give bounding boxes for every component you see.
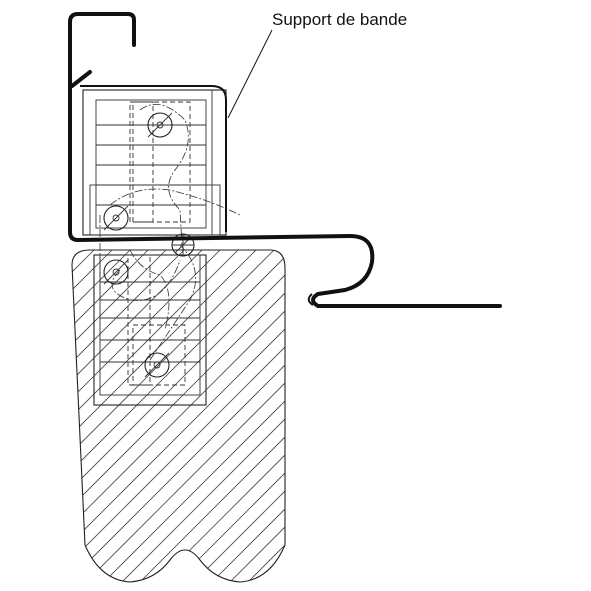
hatch-line (410, 240, 591, 591)
hatch-line (320, 240, 591, 591)
hatch-line (72, 250, 159, 582)
hatch-line (72, 250, 285, 582)
hatch-line (72, 250, 267, 582)
hatch-line (157, 250, 285, 582)
hatch-line (428, 240, 591, 591)
hatch-line (103, 250, 285, 582)
hatch-line (0, 240, 68, 591)
hatch-line (139, 250, 285, 582)
hatch-line (72, 250, 105, 582)
hatch-line (229, 250, 285, 582)
hatch-line (0, 240, 50, 591)
callout-leader-line (227, 29, 273, 119)
upper-hinge-body (82, 89, 227, 236)
pivot-pin-bottom (144, 352, 170, 378)
hatch-line (85, 250, 285, 582)
pivot-pin-lower (103, 259, 129, 285)
hatch-line (72, 250, 141, 582)
band-support-bracket (68, 12, 502, 308)
hatch-line (302, 240, 591, 591)
pivot-pins (103, 112, 195, 378)
hatch-line (72, 250, 249, 582)
hatch-line (518, 240, 591, 591)
hinge-linkage (99, 103, 241, 361)
hatch-line (72, 250, 285, 582)
hatch-line (0, 240, 32, 591)
hatch-line (175, 250, 285, 582)
hatch-line (482, 240, 591, 591)
hatch-line (0, 240, 14, 591)
callout-label-support-de-bande: Support de bande (272, 10, 408, 29)
hatch-line (211, 250, 285, 582)
hatch-line (500, 240, 591, 591)
hatch-line (72, 250, 123, 582)
door-section (0, 240, 591, 591)
hatch-line (446, 240, 591, 591)
hatch-line (392, 240, 591, 591)
hatch-line (72, 250, 285, 582)
hatch-line (193, 250, 285, 582)
hatch-line (72, 250, 285, 582)
hatch-line (247, 250, 285, 582)
section-hatching (0, 240, 591, 591)
hatch-line (374, 240, 591, 591)
hatch-line (72, 250, 285, 582)
lower-hinge-leaf (93, 254, 207, 406)
hatch-line (338, 240, 591, 591)
pivot-pin-top (147, 112, 173, 138)
hatch-line (464, 240, 591, 591)
hatch-line (554, 240, 591, 591)
hatch-line (356, 240, 591, 591)
hatch-line (72, 250, 195, 582)
door-outline (71, 249, 286, 583)
hatch-line (72, 250, 285, 582)
hatch-line (72, 250, 285, 582)
hatch-line (72, 250, 285, 582)
hatch-line (265, 250, 285, 582)
hatch-line (121, 250, 285, 582)
hatch-line (572, 240, 591, 591)
pivot-pin-left (103, 205, 129, 231)
hatch-line (536, 240, 591, 591)
